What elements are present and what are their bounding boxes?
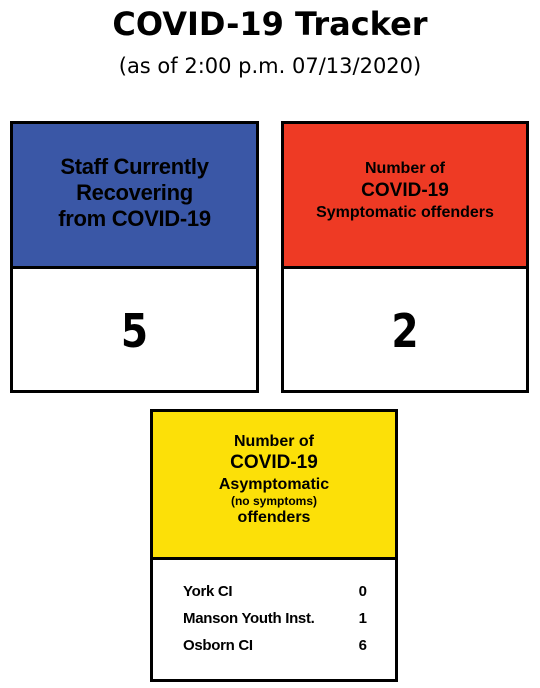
facility-name: Manson Youth Inst. bbox=[183, 610, 315, 627]
asymptomatic-card-label-line2: COVID-19 bbox=[230, 452, 318, 473]
asymptomatic-card-header: Number of COVID-19 Asymptomatic (no symp… bbox=[153, 412, 395, 560]
symptomatic-card-label-line2: COVID-19 bbox=[361, 180, 449, 201]
facility-count: 1 bbox=[358, 610, 367, 627]
asymptomatic-card-label-line1: Number of bbox=[234, 433, 314, 450]
as-of-timestamp: (as of 2:00 p.m. 07/13/2020) bbox=[118, 54, 422, 78]
facility-row: York CI 0 bbox=[183, 578, 367, 605]
facility-count: 0 bbox=[358, 583, 367, 600]
facility-row: Manson Youth Inst. 1 bbox=[183, 605, 367, 632]
symptomatic-offenders-count: 2 bbox=[391, 304, 419, 358]
asymptomatic-card-label-line3: Asymptomatic bbox=[218, 476, 330, 493]
staff-card-header: Staff Currently Recovering from COVID-19 bbox=[13, 124, 256, 269]
symptomatic-offenders-card: Number of COVID-19 Symptomatic offenders… bbox=[281, 121, 529, 393]
facility-count: 6 bbox=[358, 637, 367, 654]
staff-recovering-card: Staff Currently Recovering from COVID-19… bbox=[10, 121, 259, 393]
asymptomatic-offenders-card: Number of COVID-19 Asymptomatic (no symp… bbox=[150, 409, 398, 682]
asymptomatic-card-label-line4: (no symptoms) bbox=[230, 494, 317, 508]
page-title: COVID-19 Tracker bbox=[112, 5, 428, 43]
staff-card-label-line2: Recovering bbox=[76, 180, 193, 205]
symptomatic-card-label-line3: Symptomatic offenders bbox=[316, 204, 494, 221]
facility-list: York CI 0 Manson Youth Inst. 1 Osborn CI… bbox=[183, 578, 367, 659]
facility-row: Osborn CI 6 bbox=[183, 632, 367, 659]
staff-card-label-line1: Staff Currently bbox=[60, 154, 209, 179]
staff-recovering-count: 5 bbox=[120, 304, 149, 358]
facility-name: Osborn CI bbox=[183, 637, 253, 654]
staff-card-label-line3: from COVID-19 bbox=[58, 206, 211, 231]
symptomatic-card-label-line1: Number of bbox=[365, 160, 445, 177]
symptomatic-card-header: Number of COVID-19 Symptomatic offenders bbox=[284, 124, 526, 269]
facility-name: York CI bbox=[183, 583, 233, 600]
asymptomatic-card-label-line5: offenders bbox=[237, 509, 311, 526]
